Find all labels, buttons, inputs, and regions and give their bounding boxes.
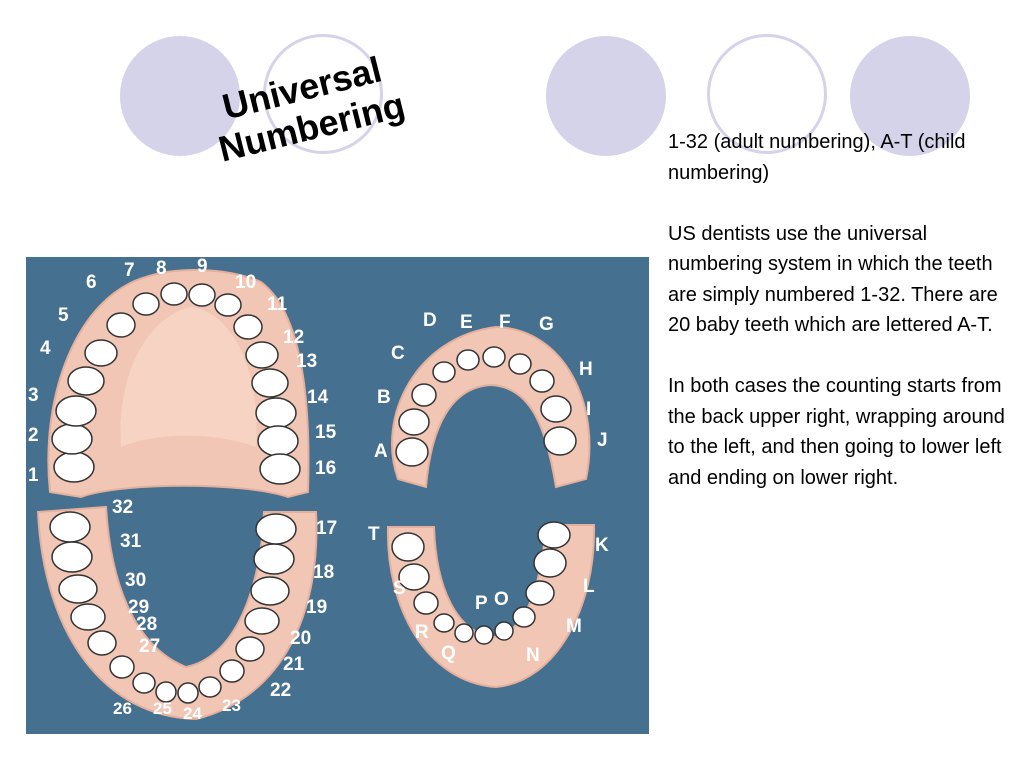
decorative-ring <box>263 34 383 154</box>
tooth-label: 29 <box>128 597 149 618</box>
tooth-label: 25 <box>153 699 172 718</box>
tooth-label: D <box>423 310 437 331</box>
tooth-label: S <box>393 578 406 599</box>
body-paragraph-1: 1-32 (adult numbering), A-T (child numbe… <box>668 131 966 184</box>
body-paragraph-2: US dentists use the universal numbering … <box>668 222 998 337</box>
tooth-label: 11 <box>267 294 288 315</box>
tooth-label: 21 <box>283 654 305 675</box>
tooth-label: 10 <box>235 272 256 293</box>
tooth-label: 9 <box>197 257 208 277</box>
adult-upper-arch <box>47 269 310 499</box>
child-upper-labels: A B C D E F G H I J <box>374 310 608 462</box>
decorative-circle <box>546 36 666 156</box>
tooth-label: R <box>415 622 429 643</box>
body-text: 1-32 (adult numbering), A-T (child numbe… <box>668 127 1018 493</box>
tooth-label: 1 <box>28 465 39 486</box>
child-upper-arch <box>391 325 591 489</box>
tooth-label: 5 <box>58 305 69 326</box>
tooth-label: C <box>391 343 405 364</box>
tooth-label: 3 <box>28 385 39 406</box>
tooth-label: Q <box>441 643 456 664</box>
tooth-label: 7 <box>124 260 135 281</box>
tooth-label: K <box>595 535 609 556</box>
tooth-label: 4 <box>40 338 51 359</box>
tooth-label: H <box>579 359 593 380</box>
tooth-label: F <box>499 312 511 333</box>
tooth-label: 19 <box>306 597 327 618</box>
tooth-label: 15 <box>315 422 337 443</box>
tooth-label: 24 <box>183 704 202 723</box>
adult-lower-labels: 17 18 19 20 21 22 23 24 25 26 27 28 29 3… <box>112 497 337 723</box>
adult-lower-arch <box>36 505 318 721</box>
tooth-label: B <box>377 387 391 408</box>
tooth-label: 30 <box>125 570 146 591</box>
body-paragraph-3: In both cases the counting starts from t… <box>668 375 1005 489</box>
child-lower-labels: K L M N O P Q R S T <box>368 524 609 666</box>
tooth-label: M <box>566 616 582 637</box>
tooth-label: 8 <box>156 258 167 279</box>
adult-upper-labels: 1 2 3 4 5 6 7 8 9 10 11 12 13 14 15 16 <box>28 257 337 486</box>
tooth-label: 23 <box>222 696 241 715</box>
tooth-label: 27 <box>139 636 160 657</box>
tooth-label: 2 <box>28 425 39 446</box>
child-lower-arch <box>386 521 596 689</box>
decorative-ring <box>707 34 827 154</box>
tooth-label: J <box>597 430 608 451</box>
tooth-label: 14 <box>307 387 329 408</box>
teeth-diagram: 1 2 3 4 5 6 7 8 9 10 11 12 13 14 15 16 1… <box>26 257 649 734</box>
tooth-label: N <box>526 645 540 666</box>
tooth-label: 26 <box>113 699 132 718</box>
tooth-label: 12 <box>283 327 304 348</box>
tooth-label: E <box>460 312 473 333</box>
tooth-label: G <box>539 314 554 335</box>
decorative-circle <box>850 36 970 156</box>
teeth-diagram-svg: 1 2 3 4 5 6 7 8 9 10 11 12 13 14 15 16 1… <box>28 257 609 723</box>
tooth-label: 32 <box>112 497 133 518</box>
tooth-label: 6 <box>86 272 97 293</box>
tooth-label: 18 <box>313 562 334 583</box>
tooth-label: A <box>374 441 388 462</box>
decorative-circle <box>120 36 240 156</box>
tooth-label: I <box>586 399 591 420</box>
tooth-label: 17 <box>316 518 337 539</box>
tooth-label: T <box>368 524 380 545</box>
tooth-label: P <box>475 593 488 614</box>
tooth-label: O <box>494 589 509 610</box>
tooth-label: 28 <box>136 614 157 635</box>
tooth-label: 31 <box>120 531 142 552</box>
tooth-label: 22 <box>270 680 291 701</box>
tooth-label: 16 <box>315 458 336 479</box>
tooth-label: 20 <box>290 628 311 649</box>
tooth-label: 13 <box>296 351 317 372</box>
tooth-label: L <box>583 576 595 597</box>
